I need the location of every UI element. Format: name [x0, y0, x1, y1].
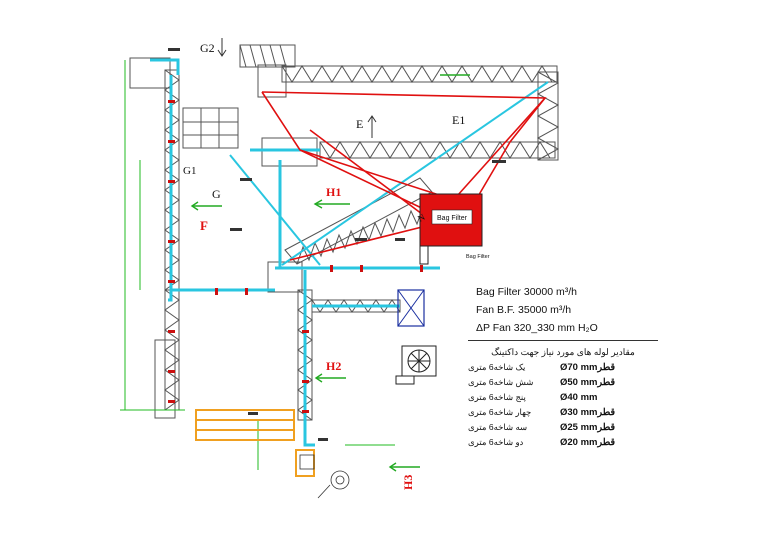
pipe-row-diameter: Ø30 mmقطر — [560, 407, 616, 418]
pipe-table: یک شاخه6 متری Ø70 mmقطر شش شاخه6 متری Ø5… — [468, 362, 658, 452]
transfer-tower-top — [257, 64, 287, 98]
bag-filter-label-bg — [431, 209, 473, 225]
dimension-lines — [120, 60, 395, 470]
spec-bag-filter-flow: Bag Filter 30000 m³/h — [476, 286, 577, 298]
pipe-row: یک شاخه6 متری Ø70 mmقطر — [468, 362, 658, 377]
lower-conveyor-frame — [195, 409, 315, 477]
bag-filter-caption: Bag Filter — [466, 254, 490, 260]
pipe-row: شش شاخه6 متری Ø50 mmقطر — [468, 377, 658, 392]
zone-f: F — [200, 218, 208, 233]
bag-filter-label: Bag Filter — [437, 215, 468, 222]
bag-filter-hopper — [419, 245, 429, 265]
red-routing-lines — [261, 91, 547, 261]
duct-flanges — [168, 100, 423, 413]
zone-h1: H1 — [326, 185, 341, 199]
pipe-row: سه شاخه6 متری Ø25 mmقطر — [468, 422, 658, 437]
flow-arrows — [190, 74, 470, 472]
conveyor-diagonal — [284, 177, 433, 265]
transfer-tower-middle — [261, 137, 318, 167]
duct-diagonal-long — [281, 81, 549, 266]
zone-g1: G1 — [183, 165, 196, 177]
fan-assembly — [395, 289, 437, 385]
pipe-row-diameter: Ø20 mmقطر — [560, 437, 616, 448]
building-block — [182, 107, 239, 149]
hopper-top — [129, 57, 171, 89]
pipe-row: چهار شاخه6 متری Ø30 mmقطر — [468, 407, 658, 422]
pump-icon — [330, 470, 350, 490]
pipe-table-title: مقادیر لوله های مورد نیاز جهت داکتینگ — [491, 347, 635, 357]
zone-n: N — [416, 212, 427, 224]
legend-divider — [468, 340, 658, 341]
dust-ducting — [150, 58, 549, 447]
pipe-row: پنج شاخه6 متری Ø40 mm — [468, 392, 658, 407]
conveyor-top — [281, 65, 558, 83]
zone-e1: E1 — [452, 113, 465, 127]
hopper-left — [154, 339, 176, 419]
pipe-row-diameter: Ø40 mm — [560, 392, 598, 403]
zone-g: G — [212, 187, 221, 201]
pipe-row-label: یک شاخه6 متری — [468, 362, 526, 372]
pipe-row-diameter: Ø50 mmقطر — [560, 377, 616, 388]
pipe-row-label: چهار شاخه6 متری — [468, 407, 532, 417]
pipe-row-diameter: Ø70 mmقطر — [560, 362, 616, 373]
spec-fan-pressure: ΔP Fan 320_330 mm H₂O — [476, 322, 598, 334]
crusher-house — [239, 44, 296, 68]
zone-e: E — [356, 117, 363, 131]
pipe-row-label: سه شاخه6 متری — [468, 422, 528, 432]
zone-h2: H2 — [326, 359, 341, 373]
zone-labels: G2 E E1 G1 G F H1 H2 H3 N — [183, 41, 465, 490]
duct-left-riser — [169, 75, 275, 292]
specification-legend: Bag Filter 30000 m³/h Fan B.F. 35000 m³/… — [468, 286, 658, 452]
pipe-row: دو شاخه6 متری Ø20 mmقطر — [468, 437, 658, 452]
pipe-row-diameter: Ø25 mmقطر — [560, 422, 616, 433]
zone-g2: G2 — [200, 41, 215, 55]
pipe-row-label: شش شاخه6 متری — [468, 377, 534, 387]
zone-h3: H3 — [401, 475, 415, 490]
pipe-row-label: پنج شاخه6 متری — [468, 392, 526, 402]
pipe-row-label: دو شاخه6 متری — [468, 437, 524, 447]
spec-fan-flow: Fan B.F. 35000 m³/h — [476, 304, 572, 316]
